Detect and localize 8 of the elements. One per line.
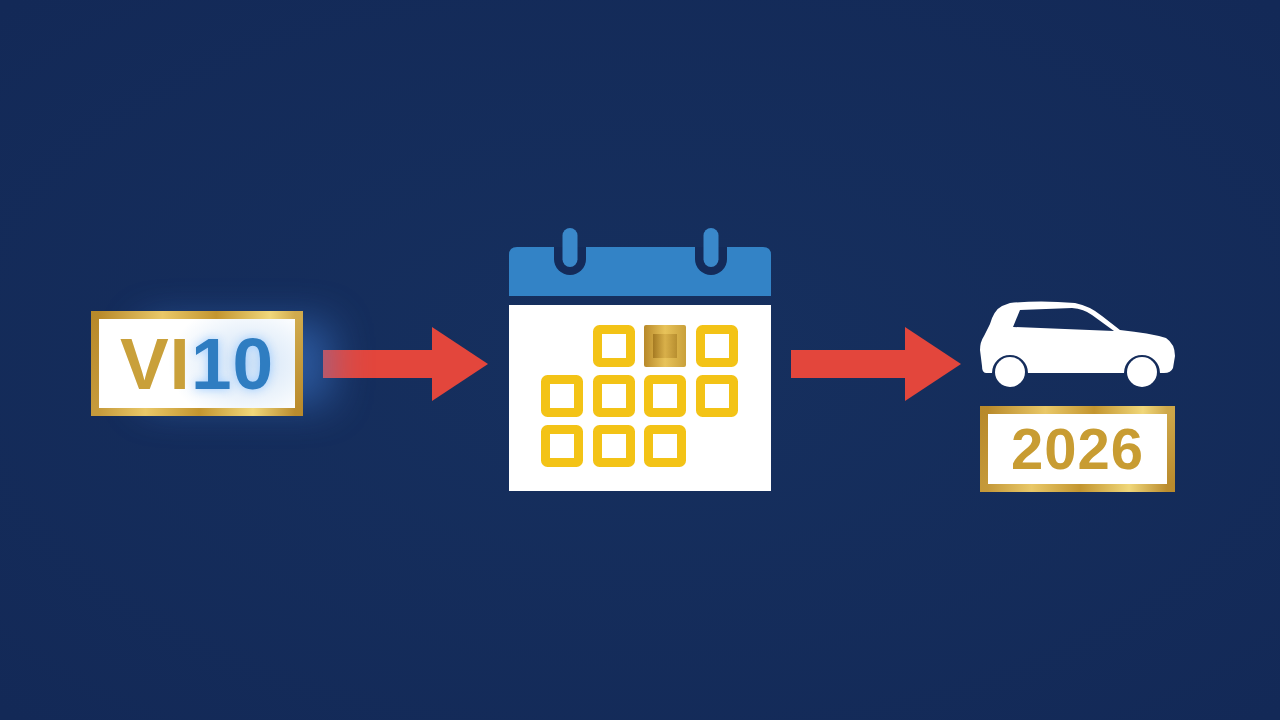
car-silhouette <box>980 300 1175 388</box>
arrow <box>791 327 961 401</box>
code-frame <box>91 311 303 416</box>
arrow <box>323 327 488 401</box>
calendar-illustration <box>509 228 771 491</box>
code-text: VI10 <box>119 327 275 400</box>
year-frame <box>980 406 1175 492</box>
year-text: 2026 <box>1011 420 1144 478</box>
